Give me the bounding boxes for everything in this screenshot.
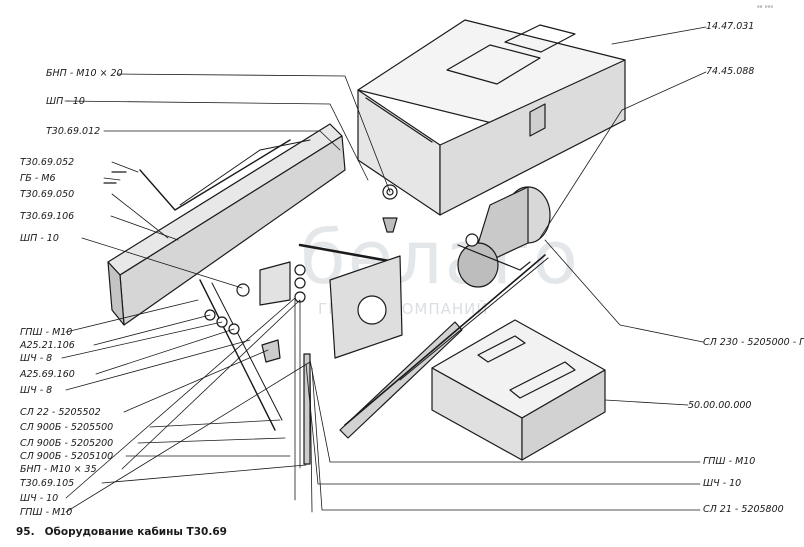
label-sl22-5205502: СЛ 22 - 5205502 <box>20 407 101 418</box>
label-sl900b-5205100: СЛ 900Б - 5205100 <box>20 451 114 462</box>
label-bnp-m10x35: БНП - М10 × 35 <box>20 464 97 475</box>
label-50-00-00-000: 50.00.00.000 <box>688 400 752 411</box>
wiper-blade-part <box>339 254 549 439</box>
leader-lines <box>61 26 707 513</box>
label-sl21-5205800: СЛ 21 - 5205800 <box>703 504 784 515</box>
corner-mark: ᵃᵃ ᵒᵒᵒ <box>757 4 774 12</box>
label-sl900b-5205500: СЛ 900Б - 5205500 <box>20 422 114 433</box>
hardware-part <box>103 171 398 363</box>
label-74-45-088: 74.45.088 <box>706 66 755 77</box>
label-sl900b-5205200: СЛ 900Б - 5205200 <box>20 438 114 449</box>
label-t30-69-012: Т30.69.012 <box>46 126 101 137</box>
label-shch-8-a: ШЧ - 8 <box>20 353 53 364</box>
figure-number: 95. <box>16 526 35 538</box>
figure-caption: 95. Оборудование кабины Т30.69 <box>16 526 227 538</box>
label-shp-10-mid: ШП - 10 <box>20 233 59 244</box>
cushion-box-part <box>431 319 606 461</box>
label-t30-69-106: Т30.69.106 <box>20 211 75 222</box>
label-shch-8-b: ШЧ - 8 <box>20 385 53 396</box>
wiper-motor-part <box>457 186 551 288</box>
label-gpsh-m10-bottom: ГПШ - М10 <box>20 507 73 518</box>
label-shch-10-left: ШЧ - 10 <box>20 493 59 504</box>
mirror-part <box>259 243 403 359</box>
label-bnp-m10x20: БНП - М10 × 20 <box>46 68 123 79</box>
label-14-47-031: 14.47.031 <box>706 21 755 32</box>
label-gb-m6: ГБ - М6 <box>20 173 56 184</box>
figure-title: Оборудование кабины Т30.69 <box>44 526 227 538</box>
label-t30-69-050: Т30.69.050 <box>20 189 75 200</box>
label-a25-21-106: А25.21.106 <box>20 340 75 351</box>
label-shch-10-right: ШЧ - 10 <box>703 478 742 489</box>
label-gpsh-m10-right: ГПШ - М10 <box>703 456 756 467</box>
label-shp-10-top: ШП - 10 <box>46 96 85 107</box>
sun-visor-part <box>107 123 346 326</box>
label-gpsh-m10-left: ГПШ - М10 <box>20 327 73 338</box>
rods-part <box>199 279 311 465</box>
label-a25-69-160: А25.69.160 <box>20 369 75 380</box>
toolbox-part <box>357 19 626 216</box>
label-t30-69-105: Т30.69.105 <box>20 478 75 489</box>
label-sl230-5205000-g: СЛ 230 - 5205000 - Г <box>703 337 804 348</box>
label-t30-69-052: Т30.69.052 <box>20 157 75 168</box>
